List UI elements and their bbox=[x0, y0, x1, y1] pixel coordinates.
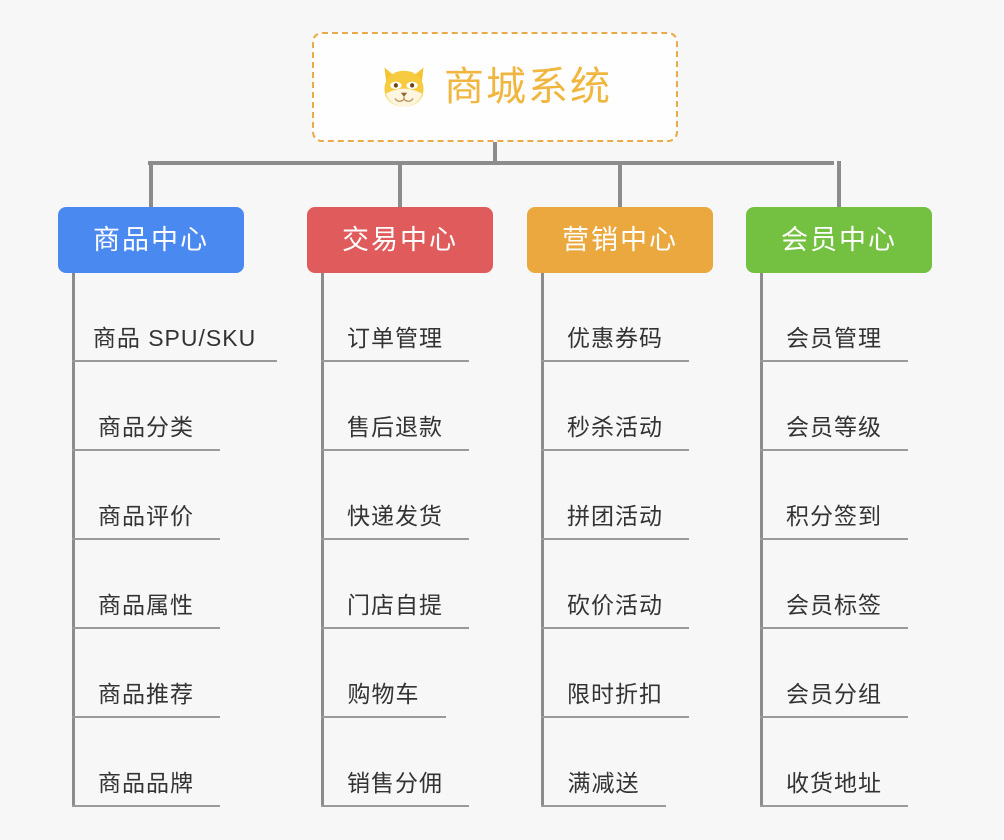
leaf-item[interactable]: 会员等级 bbox=[760, 362, 908, 451]
leaf-item[interactable]: 商品评价 bbox=[72, 451, 220, 540]
leaf-item-underline bbox=[760, 538, 908, 540]
connector-drop-4 bbox=[837, 161, 841, 209]
leaf-item[interactable]: 购物车 bbox=[321, 629, 446, 718]
leaf-item[interactable]: 快递发货 bbox=[321, 451, 469, 540]
leaf-item-label: 优惠券码 bbox=[567, 325, 663, 351]
leaf-item-label: 商品评价 bbox=[98, 503, 194, 529]
leaf-column-spine bbox=[321, 273, 324, 807]
leaf-item[interactable]: 会员标签 bbox=[760, 540, 908, 629]
root-node-label: 商城系统 bbox=[444, 65, 612, 109]
leaf-item-underline bbox=[760, 716, 908, 718]
category-box-3[interactable]: 营销中心 bbox=[527, 207, 713, 273]
leaf-item-label: 购物车 bbox=[347, 681, 420, 707]
root-node-mall-system[interactable]: 商城系统 bbox=[312, 32, 678, 142]
leaf-item-label: 订单管理 bbox=[347, 325, 443, 351]
leaf-item-label: 商品分类 bbox=[98, 414, 194, 440]
leaf-item-label: 销售分佣 bbox=[347, 770, 443, 796]
leaf-item-label: 商品属性 bbox=[98, 592, 194, 618]
leaf-item-label: 商品 SPU/SKU bbox=[92, 325, 257, 351]
leaf-item-label: 秒杀活动 bbox=[567, 414, 663, 440]
leaf-item-label: 商品推荐 bbox=[98, 681, 194, 707]
leaf-item-label: 会员等级 bbox=[786, 414, 882, 440]
leaf-item-underline bbox=[321, 538, 469, 540]
leaf-item-underline bbox=[72, 538, 220, 540]
category-label: 会员中心 bbox=[781, 224, 897, 255]
leaf-item[interactable]: 商品品牌 bbox=[72, 718, 220, 807]
connector-drop-2 bbox=[398, 161, 402, 209]
leaf-column-spine bbox=[760, 273, 763, 807]
category-box-4[interactable]: 会员中心 bbox=[746, 207, 932, 273]
leaf-item[interactable]: 商品推荐 bbox=[72, 629, 220, 718]
leaf-item-label: 会员管理 bbox=[786, 325, 882, 351]
leaf-item[interactable]: 商品 SPU/SKU bbox=[72, 273, 277, 362]
leaf-item-underline bbox=[321, 360, 469, 362]
leaf-item-label: 砍价活动 bbox=[567, 592, 663, 618]
shiba-dog-face-icon bbox=[384, 67, 424, 107]
category-box-1[interactable]: 商品中心 bbox=[58, 207, 244, 273]
leaf-item-underline bbox=[760, 449, 908, 451]
leaf-item-underline bbox=[321, 716, 446, 718]
leaf-item-label: 门店自提 bbox=[347, 592, 443, 618]
leaf-item-label: 积分签到 bbox=[786, 503, 882, 529]
leaf-item-underline bbox=[72, 805, 220, 807]
category-box-2[interactable]: 交易中心 bbox=[307, 207, 493, 273]
leaf-item-label: 会员标签 bbox=[786, 592, 882, 618]
leaf-item-underline bbox=[321, 805, 469, 807]
leaf-item[interactable]: 限时折扣 bbox=[541, 629, 689, 718]
leaf-item[interactable]: 满减送 bbox=[541, 718, 666, 807]
leaf-item-underline bbox=[541, 360, 689, 362]
category-label: 商品中心 bbox=[93, 224, 209, 255]
leaf-item-label: 收货地址 bbox=[786, 770, 882, 796]
leaf-item-underline bbox=[541, 449, 689, 451]
leaf-item-underline bbox=[72, 716, 220, 718]
category-label: 营销中心 bbox=[562, 224, 678, 255]
leaf-item-underline bbox=[541, 805, 666, 807]
leaf-item-label: 售后退款 bbox=[347, 414, 443, 440]
leaf-item[interactable]: 售后退款 bbox=[321, 362, 469, 451]
leaf-item-underline bbox=[541, 538, 689, 540]
leaf-item[interactable]: 砍价活动 bbox=[541, 540, 689, 629]
leaf-item-underline bbox=[760, 627, 908, 629]
leaf-item-underline bbox=[541, 627, 689, 629]
leaf-item[interactable]: 销售分佣 bbox=[321, 718, 469, 807]
leaf-item[interactable]: 积分签到 bbox=[760, 451, 908, 540]
leaf-item-label: 满减送 bbox=[567, 770, 640, 796]
leaf-item[interactable]: 商品分类 bbox=[72, 362, 220, 451]
leaf-item-label: 快递发货 bbox=[347, 503, 443, 529]
leaf-item-label: 商品品牌 bbox=[98, 770, 194, 796]
leaf-item-underline bbox=[72, 627, 220, 629]
leaf-item[interactable]: 门店自提 bbox=[321, 540, 469, 629]
leaf-column-spine bbox=[72, 273, 75, 807]
leaf-item-underline bbox=[72, 360, 277, 362]
category-label: 交易中心 bbox=[342, 224, 458, 255]
connector-drop-1 bbox=[149, 161, 153, 209]
leaf-item[interactable]: 拼团活动 bbox=[541, 451, 689, 540]
leaf-item-underline bbox=[72, 449, 220, 451]
leaf-item-label: 会员分组 bbox=[786, 681, 882, 707]
leaf-item-underline bbox=[760, 360, 908, 362]
connector-horizontal-bus bbox=[148, 161, 834, 165]
leaf-item[interactable]: 商品属性 bbox=[72, 540, 220, 629]
leaf-item-underline bbox=[541, 716, 689, 718]
connector-drop-3 bbox=[618, 161, 622, 209]
leaf-item[interactable]: 收货地址 bbox=[760, 718, 908, 807]
leaf-item-underline bbox=[760, 805, 908, 807]
leaf-column-spine bbox=[541, 273, 544, 807]
leaf-item-label: 限时折扣 bbox=[567, 681, 663, 707]
leaf-item-underline bbox=[321, 627, 469, 629]
leaf-item[interactable]: 会员管理 bbox=[760, 273, 908, 362]
leaf-item[interactable]: 优惠券码 bbox=[541, 273, 689, 362]
leaf-item-underline bbox=[321, 449, 469, 451]
connector-root-stem bbox=[493, 142, 497, 164]
leaf-item-label: 拼团活动 bbox=[567, 503, 663, 529]
leaf-item[interactable]: 秒杀活动 bbox=[541, 362, 689, 451]
leaf-item[interactable]: 订单管理 bbox=[321, 273, 469, 362]
leaf-item[interactable]: 会员分组 bbox=[760, 629, 908, 718]
